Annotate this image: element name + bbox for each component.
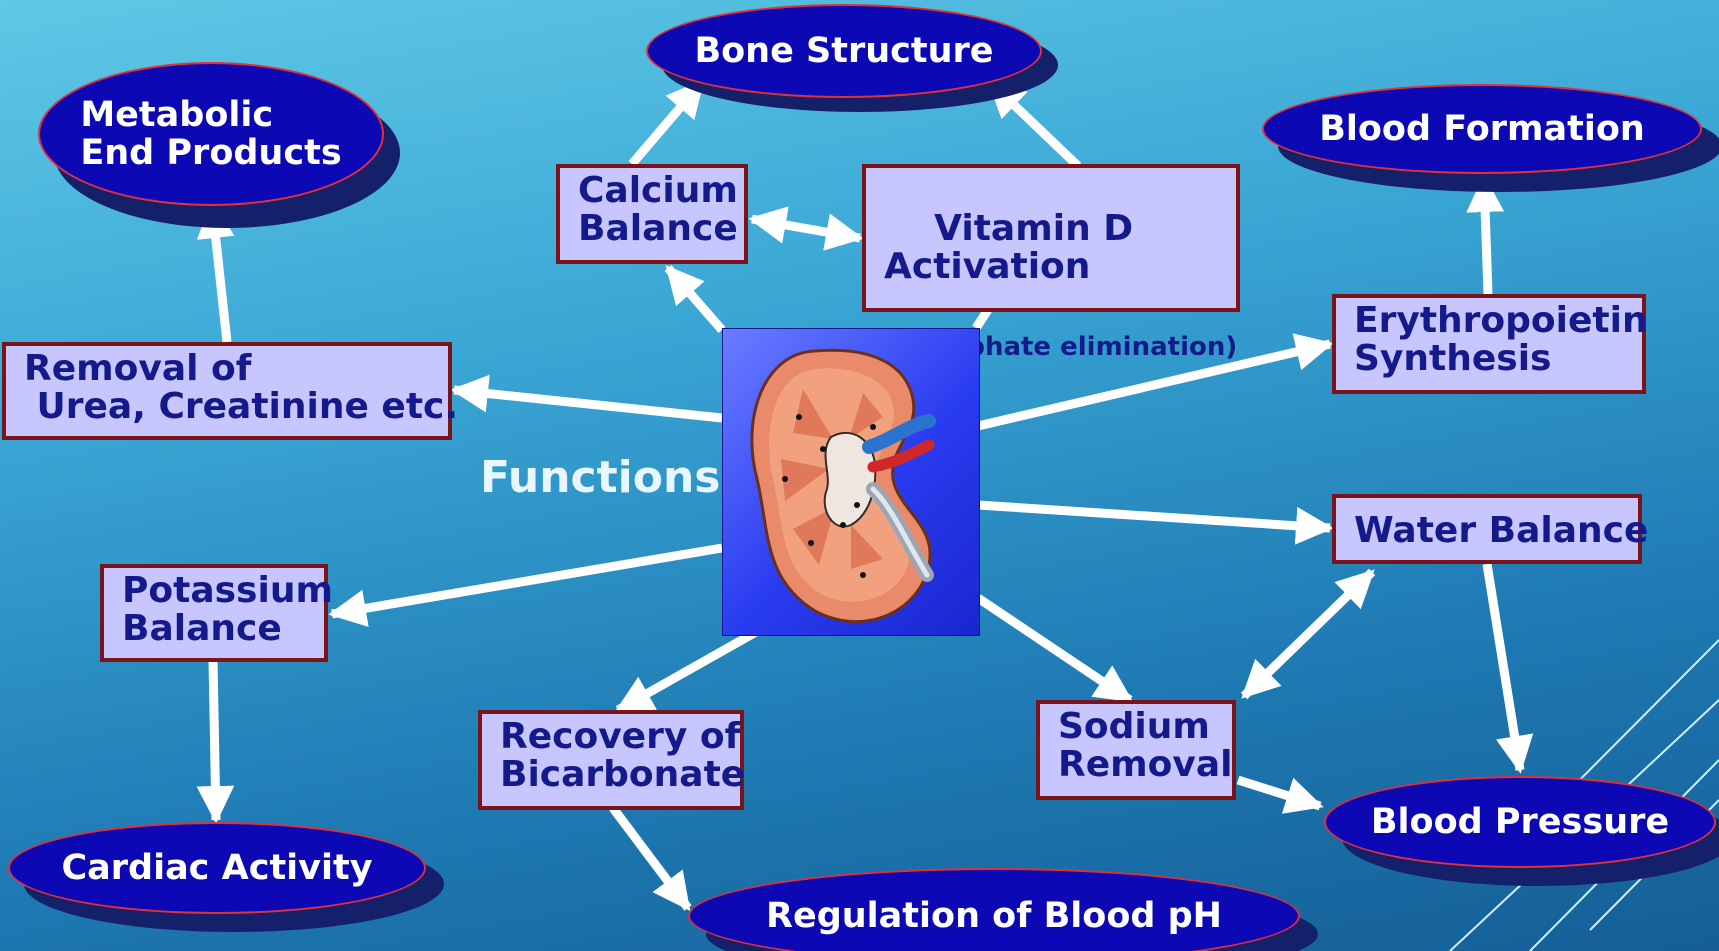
box-vitamin-d-activation: Vitamin D Activation (phosphate eliminat…: [862, 164, 1240, 312]
arrow-erythropoietin-to-blood-formation: [1484, 178, 1488, 294]
arrow-potassium-to-cardiac: [213, 660, 216, 820]
oval-bone-structure: Bone Structure: [646, 4, 1042, 98]
box-removal-of-urea: Removal of Urea, Creatinine etc.: [2, 342, 452, 440]
box-potassium-balance: Potassium Balance: [100, 564, 328, 662]
arrow-center-to-removal: [454, 390, 722, 418]
arrow-bicarbonate-to-ph: [613, 808, 688, 908]
arrow-sodium-water: [1244, 572, 1372, 696]
kidney-image: [722, 328, 980, 636]
oval-metabolic-end-products: Metabolic End Products: [38, 62, 384, 206]
arrow-center-to-bicarbonate: [618, 632, 756, 710]
box-sodium-removal: Sodium Removal: [1036, 700, 1236, 800]
arrow-center-to-potassium: [332, 548, 722, 614]
arrow-calcium-to-bone: [632, 82, 702, 164]
oval-blood-formation: Blood Formation: [1262, 84, 1702, 174]
arrow-center-to-sodium: [978, 598, 1130, 700]
box-water-balance: Water Balance: [1332, 494, 1642, 564]
box-calcium-balance: Calcium Balance: [556, 164, 748, 264]
kidney-cross-section-icon: [723, 329, 979, 635]
vitamin-d-title: Vitamin D Activation: [884, 208, 1133, 287]
oval-blood-pressure: Blood Pressure: [1324, 776, 1716, 868]
oval-cardiac-activity: Cardiac Activity: [8, 822, 426, 914]
arrow-center-to-water: [978, 505, 1330, 528]
arrow-sodium-to-blood-pressure: [1238, 780, 1320, 806]
arrow-water-to-blood-pressure: [1487, 564, 1520, 770]
functions-label: Functions: [480, 452, 720, 503]
box-recovery-of-bicarbonate: Recovery of Bicarbonate: [478, 710, 744, 810]
box-erythropoietin-synthesis: Erythropoietin Synthesis: [1332, 294, 1646, 394]
arrow-calcium-vitamind: [752, 219, 860, 238]
arrow-center-to-calcium: [668, 268, 722, 330]
